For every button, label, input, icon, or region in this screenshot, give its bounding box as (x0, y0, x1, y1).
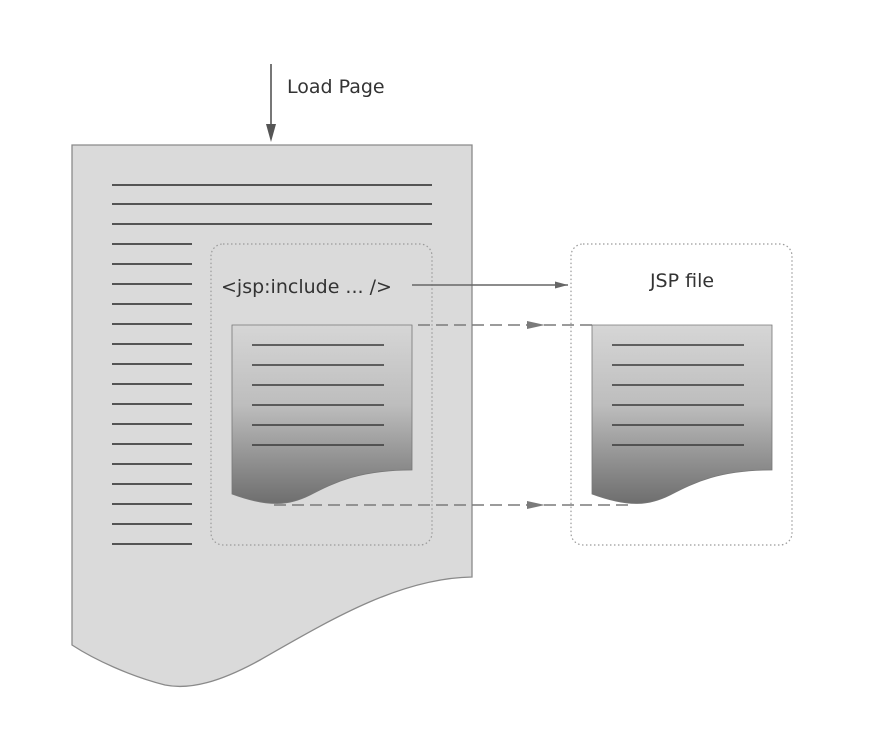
return-arrow-top (412, 321, 592, 329)
jsp-file-label: JSP file (649, 270, 714, 292)
jsp-file-document (591, 324, 773, 504)
include-tag-label: <jsp:include ... /> (221, 276, 392, 298)
page-text-lines-full (112, 184, 432, 225)
load-arrow-head (266, 124, 276, 142)
page-text-lines-column (112, 243, 192, 545)
jsp-file-document-lines (612, 344, 744, 446)
return-arrow-bottom (274, 501, 628, 509)
included-document-lines (252, 344, 384, 446)
load-page-label: Load Page (287, 76, 385, 98)
included-document (231, 324, 413, 504)
